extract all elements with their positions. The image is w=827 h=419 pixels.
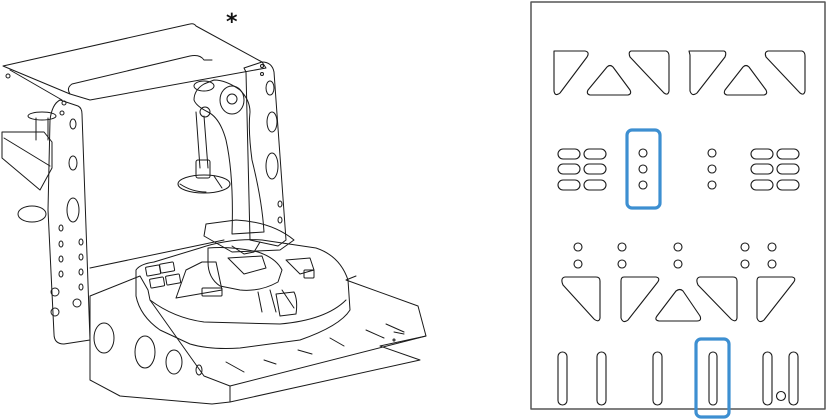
left-side-plate bbox=[5, 73, 91, 345]
hole-pairs-row bbox=[573, 242, 777, 269]
highlight-slot bbox=[694, 337, 731, 419]
annotation-asterisk: * bbox=[226, 10, 238, 35]
left-oval-grid bbox=[557, 148, 607, 191]
top-crossbar bbox=[2, 23, 267, 101]
back-edge bbox=[89, 239, 225, 269]
joystick-grip bbox=[177, 79, 295, 255]
joystick-mount-illustration: * bbox=[1, 10, 427, 405]
bottom-slot-row bbox=[557, 351, 799, 406]
highlight-vertical-holes bbox=[625, 128, 662, 210]
center-left-hole-column bbox=[638, 148, 648, 190]
side-clamp bbox=[1, 111, 57, 223]
base-plate bbox=[89, 275, 427, 405]
plate-holes bbox=[553, 50, 806, 406]
top-triangle-row bbox=[553, 50, 806, 96]
plate-frame bbox=[530, 1, 826, 410]
joystick-base bbox=[135, 239, 351, 349]
right-oval-grid bbox=[750, 148, 800, 191]
right-side-plate bbox=[243, 61, 287, 247]
center-right-hole-column bbox=[707, 148, 717, 190]
lower-triangle-row bbox=[561, 276, 796, 323]
